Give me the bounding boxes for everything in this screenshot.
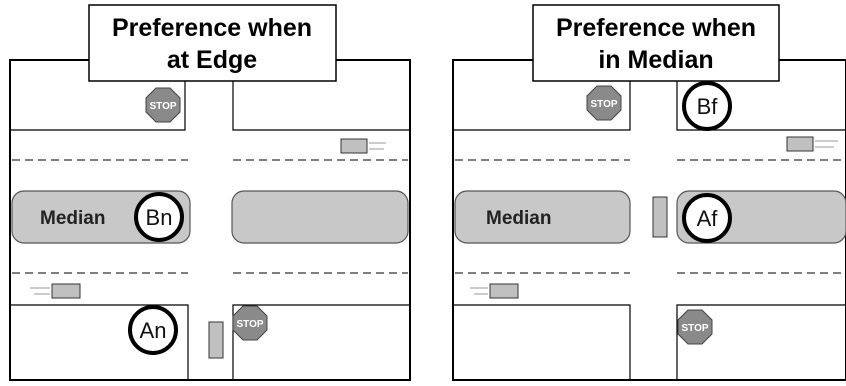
svg-text:An: An	[140, 318, 167, 343]
marker-an: An	[128, 305, 178, 355]
svg-text:Bf: Bf	[697, 94, 719, 119]
median-island-left	[454, 190, 631, 244]
stop-sign: STOP	[677, 309, 713, 345]
svg-text:in Median: in Median	[598, 46, 713, 74]
marker-bn: Bn	[134, 192, 184, 242]
marker-af: Af	[682, 193, 732, 243]
block-bottom-right	[676, 304, 846, 380]
stop-label: STOP	[236, 319, 263, 330]
vehicle	[30, 283, 81, 299]
stop-sign: STOP	[586, 85, 622, 121]
block-top-left	[10, 60, 186, 131]
stop-label: STOP	[149, 101, 176, 112]
svg-text:Preference when: Preference when	[112, 14, 312, 42]
stop-label: STOP	[590, 99, 617, 110]
vehicle	[340, 138, 386, 154]
median-label: Median	[40, 208, 105, 229]
stop-label: STOP	[681, 323, 708, 334]
block-top-right	[676, 60, 846, 131]
panel-at-edge: Median STOP STOP Bn	[9, 4, 411, 381]
panel-title: Preference when in Median	[532, 4, 780, 82]
svg-text:Bn: Bn	[146, 205, 173, 230]
svg-text:Af: Af	[697, 206, 719, 231]
block-bottom-left	[453, 304, 631, 380]
marker-bf: Bf	[682, 81, 732, 131]
svg-text:at Edge: at Edge	[167, 46, 257, 74]
vehicle	[652, 196, 668, 238]
block-bottom-left	[10, 304, 189, 380]
panel-title: Preference when at Edge	[88, 4, 337, 82]
block-top-left	[453, 60, 631, 131]
stop-sign: STOP	[145, 87, 181, 123]
stop-sign: STOP	[232, 305, 268, 341]
vehicle	[786, 136, 838, 152]
block-top-right	[232, 60, 410, 131]
block-bottom-right	[232, 304, 410, 380]
vehicle	[470, 283, 519, 299]
panel-in-median: Median STOP STOP Bf Af	[452, 4, 846, 381]
svg-text:Preference when: Preference when	[556, 14, 756, 42]
median-label: Median	[486, 208, 551, 229]
vehicle	[208, 321, 224, 359]
median-island-right	[231, 190, 409, 244]
